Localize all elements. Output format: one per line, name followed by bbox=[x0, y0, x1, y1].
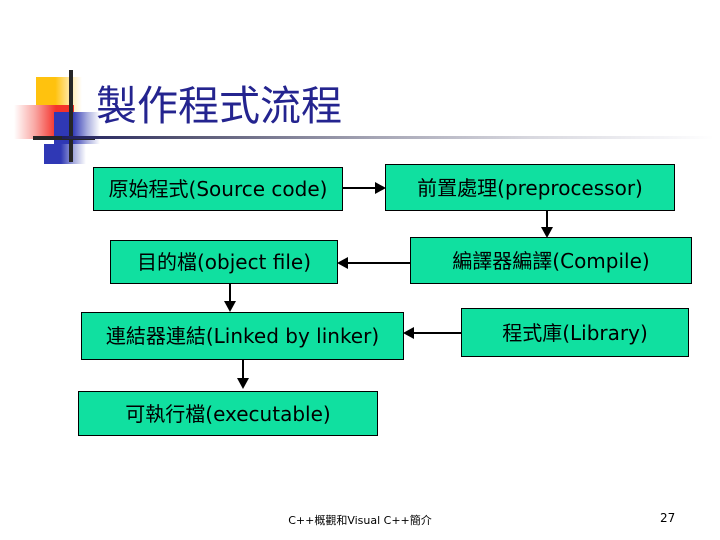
decoration-blue-square-lower bbox=[44, 144, 86, 164]
connector-library-to-linker bbox=[414, 332, 462, 334]
flow-node-executable[interactable]: 可執行檔(executable) bbox=[78, 391, 378, 436]
flow-node-source-code[interactable]: 原始程式(Source code) bbox=[93, 167, 343, 211]
flow-node-object-file[interactable]: 目的檔(object file) bbox=[110, 240, 338, 284]
decoration-vertical-bar bbox=[69, 70, 73, 162]
connector-compile-to-object-file bbox=[348, 262, 411, 264]
flow-node-linker[interactable]: 連結器連結(Linked by linker) bbox=[81, 312, 404, 360]
slide-number: 27 bbox=[660, 511, 676, 525]
footer-text: C++概觀和Visual C++簡介 bbox=[288, 514, 432, 527]
flow-node-compile[interactable]: 編譯器編譯(Compile) bbox=[410, 237, 692, 284]
connector-object-file-to-linker bbox=[229, 284, 231, 305]
arrowhead-down-icon bbox=[224, 301, 236, 312]
arrowhead-down-icon bbox=[237, 378, 249, 389]
arrowhead-left-icon bbox=[337, 257, 348, 269]
flow-node-preprocessor[interactable]: 前置處理(preprocessor) bbox=[385, 164, 675, 211]
connector-linker-to-executable bbox=[242, 360, 244, 382]
arrowhead-right-icon bbox=[375, 182, 386, 194]
connector-source-to-preprocessor bbox=[343, 187, 377, 189]
arrowhead-left-icon bbox=[403, 327, 414, 339]
title-divider bbox=[62, 136, 714, 139]
connector-preprocessor-to-compile bbox=[546, 211, 548, 231]
page-title: 製作程式流程 bbox=[96, 82, 342, 130]
arrowhead-down-icon bbox=[541, 227, 553, 238]
flow-node-library[interactable]: 程式庫(Library) bbox=[461, 308, 689, 357]
